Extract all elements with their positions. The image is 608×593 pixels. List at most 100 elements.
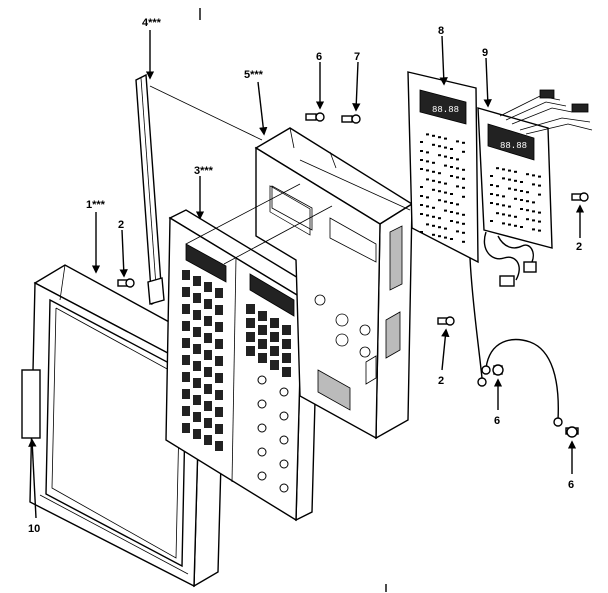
round-button bbox=[279, 387, 289, 397]
label-strip-part-10 bbox=[21, 369, 41, 439]
callout-10: 10 bbox=[28, 523, 40, 535]
keypad-key bbox=[182, 304, 190, 314]
board-trace bbox=[432, 134, 435, 137]
board-trace bbox=[420, 195, 423, 197]
board-trace bbox=[490, 202, 493, 204]
screw-2-left bbox=[117, 278, 135, 288]
board-trace bbox=[514, 224, 517, 227]
board-trace bbox=[490, 175, 493, 177]
keypad-key bbox=[270, 360, 279, 370]
board-trace bbox=[514, 170, 517, 173]
keypad-key bbox=[182, 270, 190, 280]
round-button bbox=[279, 483, 289, 493]
board-trace bbox=[432, 161, 435, 164]
board-trace bbox=[438, 136, 441, 139]
board-trace bbox=[432, 206, 435, 209]
board-trace bbox=[520, 208, 523, 210]
keypad-key bbox=[258, 339, 267, 349]
round-button bbox=[257, 447, 267, 457]
board-trace bbox=[456, 140, 459, 143]
screw-6-top bbox=[305, 112, 325, 122]
callout-6-top: 6 bbox=[316, 51, 322, 63]
board-trace bbox=[456, 176, 459, 179]
ribbon-cable bbox=[499, 89, 593, 135]
housing-part-5 bbox=[254, 127, 414, 440]
round-button bbox=[279, 435, 289, 445]
board-trace bbox=[496, 194, 499, 197]
board-trace bbox=[532, 201, 535, 204]
board-trace bbox=[490, 193, 493, 195]
board-trace bbox=[462, 222, 465, 225]
board-trace bbox=[444, 137, 447, 140]
board-trace bbox=[538, 184, 541, 187]
keypad-right bbox=[246, 304, 291, 377]
keypad-key bbox=[282, 353, 291, 363]
board-trace bbox=[426, 178, 429, 181]
keypad-key bbox=[182, 338, 190, 348]
board-trace bbox=[462, 213, 465, 216]
keypad-key bbox=[204, 333, 212, 343]
keypad-key bbox=[193, 429, 201, 439]
callout-6-mid: 6 bbox=[494, 415, 500, 427]
round-button bbox=[257, 471, 267, 481]
board-trace bbox=[432, 170, 435, 173]
keypad-key bbox=[182, 406, 190, 416]
assembly-lines bbox=[149, 85, 411, 265]
board-trace bbox=[438, 217, 441, 220]
board-trace bbox=[532, 210, 535, 213]
keypad-key bbox=[182, 372, 190, 382]
keypad-key bbox=[215, 373, 223, 383]
board-trace bbox=[450, 157, 453, 159]
screw-2-mid bbox=[437, 316, 455, 326]
keypad-key bbox=[193, 344, 201, 354]
board-trace bbox=[450, 175, 453, 177]
board-trace bbox=[450, 202, 453, 204]
round-button bbox=[279, 411, 289, 421]
board-trace bbox=[520, 226, 523, 228]
callout-7: 7 bbox=[354, 51, 360, 63]
board-trace bbox=[456, 230, 459, 233]
keypad-key bbox=[204, 316, 212, 326]
board-trace bbox=[514, 215, 517, 218]
display-window-right bbox=[249, 273, 295, 317]
screw-2-right bbox=[571, 192, 589, 202]
keypad-key bbox=[193, 378, 201, 388]
board-trace bbox=[420, 150, 423, 152]
board-trace bbox=[450, 211, 453, 213]
board-trace bbox=[420, 141, 423, 143]
board-trace bbox=[456, 158, 459, 161]
board-trace bbox=[450, 193, 453, 195]
board-trace bbox=[508, 187, 511, 190]
keypad-key bbox=[182, 423, 190, 433]
round-buttons bbox=[257, 375, 289, 493]
keypad-key bbox=[193, 327, 201, 337]
round-button bbox=[257, 375, 267, 385]
keypad-key bbox=[215, 441, 223, 451]
keypad-key bbox=[215, 424, 223, 434]
board-traces-9 bbox=[490, 167, 541, 232]
board-traces-8 bbox=[420, 133, 465, 243]
board-trace bbox=[450, 166, 453, 168]
keypad-key bbox=[258, 325, 267, 335]
board-trace bbox=[456, 185, 459, 188]
board-trace bbox=[444, 191, 447, 194]
round-button bbox=[257, 399, 267, 409]
board-trace bbox=[526, 218, 529, 221]
round-button bbox=[279, 459, 289, 469]
keypad-key bbox=[182, 389, 190, 399]
board-trace bbox=[432, 143, 435, 146]
keypad-key bbox=[215, 407, 223, 417]
keypad-key bbox=[193, 395, 201, 405]
board-trace bbox=[420, 168, 423, 170]
board-trace bbox=[502, 168, 505, 171]
keypad-key bbox=[182, 355, 190, 365]
board-trace bbox=[520, 199, 523, 201]
board-trace bbox=[438, 235, 441, 238]
board-trace bbox=[438, 226, 441, 229]
board-trace bbox=[426, 133, 429, 136]
board-trace bbox=[438, 154, 441, 157]
callout-3: 3*** bbox=[194, 165, 214, 177]
board-trace bbox=[432, 188, 435, 191]
board-trace bbox=[444, 155, 447, 158]
board-trace bbox=[426, 169, 429, 172]
